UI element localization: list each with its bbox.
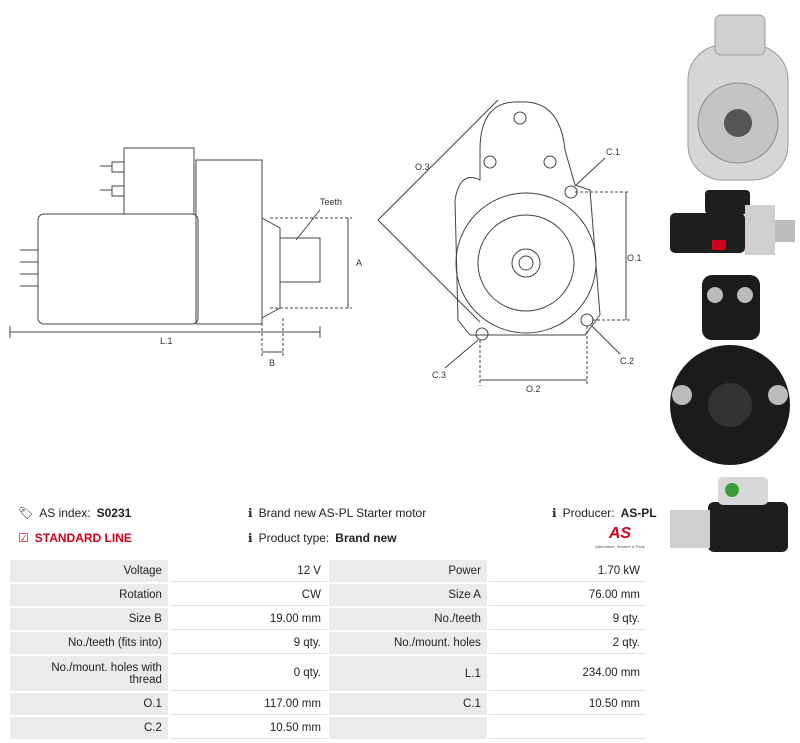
label-o2: O.2 — [526, 384, 541, 394]
line-row: ☑ STANDARD LINE — [18, 531, 132, 545]
front-view-drawing — [377, 99, 630, 386]
description-row: ℹ Brand new AS-PL Starter motor — [248, 506, 426, 520]
as-index-row: 🏷 AS index: S0231 — [18, 506, 131, 520]
standard-line-label: STANDARD LINE — [34, 531, 132, 545]
spec-value — [488, 717, 646, 739]
svg-text:AS: AS — [608, 525, 632, 542]
spec-value: CW — [169, 584, 327, 606]
svg-text:Alternators, Starters & Parts: Alternators, Starters & Parts — [595, 544, 645, 549]
technical-drawing: Teeth A L.1 B O.3 C.1 O.1 C.3 C.2 O.2 — [9, 99, 642, 394]
label-o3: O.3 — [415, 162, 430, 172]
spec-label: C.2 — [10, 717, 168, 739]
spec-value: 10.50 mm — [488, 693, 646, 715]
info-icon: ℹ — [248, 531, 253, 545]
spec-label: L.1 — [328, 656, 487, 691]
spec-label: Size A — [328, 584, 487, 606]
spec-label: Voltage — [10, 560, 168, 582]
starter-angle-view-photo[interactable] — [660, 472, 800, 562]
spec-value: 117.00 mm — [169, 693, 327, 715]
info-icon: ℹ — [248, 506, 253, 520]
spec-label: C.1 — [328, 693, 487, 715]
spec-label: Power — [328, 560, 487, 582]
spec-value: 12 V — [169, 560, 327, 582]
label-b: B — [269, 358, 275, 368]
spec-value: 0 qty. — [169, 656, 327, 691]
spec-row: No./teeth (fits into)9 qty.No./mount. ho… — [10, 632, 646, 654]
label-a: A — [356, 258, 362, 268]
spec-value: 10.50 mm — [169, 717, 327, 739]
label-l1: L.1 — [160, 336, 173, 346]
spec-label: No./teeth — [328, 608, 487, 630]
starter-rear-view-photo[interactable] — [660, 270, 800, 470]
starter-front-view-photo[interactable] — [660, 5, 800, 185]
as-pl-logo: AS Alternators, Starters & Parts — [595, 525, 645, 549]
spec-value: 2 qty. — [488, 632, 646, 654]
product-type-row: ℹ Product type: Brand new — [248, 531, 397, 545]
side-view-drawing — [9, 147, 352, 358]
description: Brand new AS-PL Starter motor — [258, 506, 427, 520]
product-type-label: Product type: — [258, 531, 330, 545]
spec-label: No./mount. holes with thread — [10, 656, 168, 691]
starter-side-view-photo[interactable] — [660, 185, 800, 265]
spec-value: 234.00 mm — [488, 656, 646, 691]
producer-value: AS-PL — [620, 506, 657, 520]
label-c3: C.3 — [432, 370, 446, 380]
label-o1: O.1 — [627, 253, 642, 263]
spec-label: No./mount. holes — [328, 632, 487, 654]
spec-value: 76.00 mm — [488, 584, 646, 606]
tag-icon: 🏷 — [18, 506, 34, 520]
spec-label: O.1 — [10, 693, 168, 715]
spec-label — [328, 717, 487, 739]
producer-row: ℹ Producer: AS-PL — [552, 506, 657, 520]
spec-label: Size B — [10, 608, 168, 630]
info-icon: ℹ — [552, 506, 557, 520]
checkbox-icon: ☑ — [18, 531, 29, 545]
as-index-value: S0231 — [96, 506, 132, 520]
label-teeth: Teeth — [320, 197, 342, 207]
product-type-value: Brand new — [335, 531, 397, 545]
spec-label: No./teeth (fits into) — [10, 632, 168, 654]
producer-label: Producer: — [562, 506, 615, 520]
spec-value: 9 qty. — [488, 608, 646, 630]
spec-value: 9 qty. — [169, 632, 327, 654]
spec-label: Rotation — [10, 584, 168, 606]
spec-value: 19.00 mm — [169, 608, 327, 630]
as-index-label: AS index: — [39, 506, 91, 520]
label-c1: C.1 — [606, 147, 620, 157]
label-c2: C.2 — [620, 356, 634, 366]
spec-value: 1.70 kW — [488, 560, 646, 582]
